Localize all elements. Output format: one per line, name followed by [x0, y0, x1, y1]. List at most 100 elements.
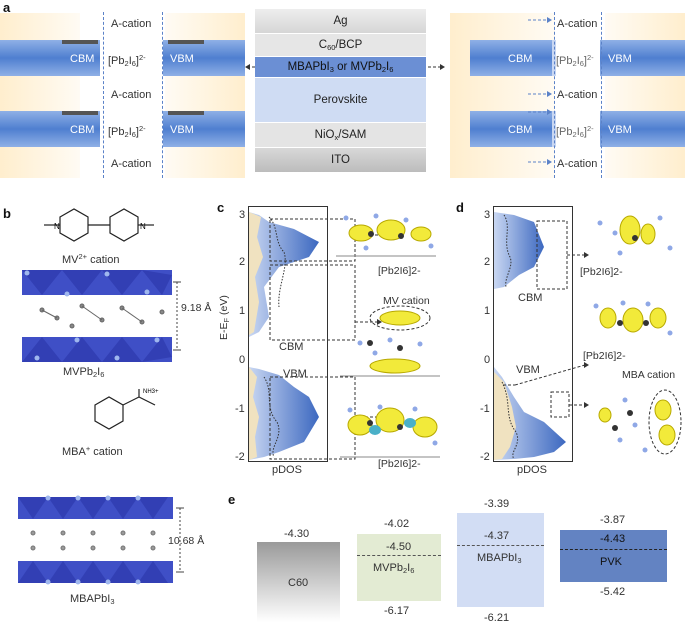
cbm-band-r2	[470, 111, 552, 147]
dashed-line-r2	[601, 12, 602, 178]
c-ytick-2: 2	[239, 256, 246, 268]
mvpb2i6-label: MVPb2I6	[373, 562, 415, 575]
pvk-label: PVK	[600, 556, 623, 568]
mba-crystal-structure	[18, 495, 184, 585]
vbm-edge-2	[168, 111, 204, 115]
pdos-plot-d	[494, 212, 566, 460]
dashed-line-r1	[554, 12, 555, 178]
c60-label: C60	[288, 577, 309, 589]
layer-nio-sam: NiOx/SAM	[255, 123, 426, 147]
mba-molecule-icon: NH3+	[94, 389, 159, 430]
mbapbi3-name: MBAPbI3	[70, 593, 115, 606]
c60-top-value: -4.30	[284, 528, 310, 540]
d-ytick-2: 2	[484, 256, 491, 268]
cbm-band-2	[0, 111, 100, 147]
dashed-line-l1	[103, 12, 104, 178]
vbm-band-r2	[600, 111, 685, 147]
c-pb-top-label: [Pb2I6]2-	[378, 265, 421, 277]
a-cation-label-2: A-cation	[111, 89, 152, 101]
layer-ag: Ag	[255, 9, 426, 33]
stack-arrows	[245, 64, 445, 70]
d-mba-cation-label: MBA cation	[622, 369, 676, 381]
mba-cation-label: MBA+ cation	[62, 444, 123, 458]
mv-crystal-structure	[22, 270, 181, 362]
svg-text:N: N	[54, 222, 60, 231]
c60-box	[257, 542, 340, 622]
panel-label-c: c	[217, 200, 225, 215]
mvpb2i6-box	[357, 534, 441, 601]
yellow-region-right	[165, 13, 245, 178]
a-cation-label-r1: A-cation	[557, 18, 598, 30]
mv-molecule-icon: N N	[44, 208, 154, 242]
pvk-mid-value: -4.43	[600, 533, 626, 545]
mvpb2i6-name: MVPb2I6	[63, 366, 105, 379]
pb2i6-label-r1: [Pb2I6]2-	[556, 53, 594, 68]
c-ytick-m1: -1	[235, 403, 245, 415]
mvpb2i6-fermi-line	[357, 555, 441, 556]
d-pb-top-label: [Pb2I6]2-	[580, 266, 623, 278]
c-xlabel: pDOS	[272, 464, 302, 476]
a-cation-label-3: A-cation	[111, 158, 152, 170]
pb2i6-label-r2: [Pb2I6]2-	[556, 124, 594, 139]
d-ytick-0: 0	[484, 354, 491, 366]
cbm-label-2: CBM	[70, 124, 95, 136]
d-orbital-vbm	[593, 300, 673, 336]
mbapbi3-label: MBAPbI3	[477, 552, 522, 565]
pvk-top-value: -3.87	[600, 514, 626, 526]
panel-label-d: d	[456, 200, 464, 215]
d-pb-mid-label: [Pb2I6]2-	[583, 350, 626, 362]
d-orbital-cbm	[597, 215, 673, 256]
d-cbm-label: CBM	[518, 292, 543, 304]
mbapbi3-fermi-line	[457, 545, 544, 546]
pvk-bottom-value: -5.42	[600, 586, 626, 598]
c-ytick-1: 1	[239, 305, 246, 317]
vbm-label-2: VBM	[170, 124, 194, 136]
panel-label-b: b	[3, 206, 11, 221]
vbm-band-1	[163, 40, 245, 76]
nh3-label: NH3+	[143, 389, 159, 395]
c-ylabel: E-EF (eV)	[218, 295, 231, 340]
cbm-label-1: CBM	[70, 53, 95, 65]
mba-spacing-label: 10.68 Å	[168, 535, 205, 547]
vbm-label-r2: VBM	[608, 124, 632, 136]
c-orbital-cbm	[336, 213, 436, 257]
c-orbital-mid	[340, 305, 440, 377]
c-ytick-3: 3	[239, 209, 246, 221]
vbm-edge-1	[168, 40, 204, 44]
panel-label-e: e	[228, 492, 236, 507]
vbm-band-2	[163, 111, 245, 147]
pdos-frame-d	[493, 206, 573, 462]
migration-arrows	[528, 17, 552, 165]
pb2i6-label-2: [Pb2I6]2-	[108, 124, 146, 139]
pvk-fermi-line	[560, 549, 667, 550]
mbapbi3-mid-value: -4.37	[484, 530, 510, 542]
a-cation-label-r2: A-cation	[557, 89, 598, 101]
pvk-box	[560, 530, 667, 582]
panel-label-a: a	[3, 0, 11, 15]
d-vbm-label: VBM	[516, 364, 540, 376]
svg-text:N: N	[140, 222, 146, 231]
mbapbi3-top-value: -3.39	[484, 498, 510, 510]
c-ytick-m2: -2	[235, 451, 245, 463]
cbm-band-r1	[470, 40, 552, 76]
mbapbi3-box	[457, 513, 544, 607]
vbm-band-r1	[600, 40, 685, 76]
d-connectors	[503, 220, 589, 418]
layer-c60-bcp: C60/BCP	[255, 34, 426, 56]
layer-perovskite: Perovskite	[255, 78, 426, 122]
vbm-label-r1: VBM	[608, 53, 632, 65]
mv-cation-label: MV2+ cation	[62, 252, 120, 266]
mvpb2i6-mid-value: -4.50	[386, 541, 412, 553]
d-orbital-mba	[598, 389, 682, 455]
pdos-frame-c	[248, 206, 328, 462]
c-pb-bottom-label: [Pb2I6]2-	[378, 458, 421, 470]
yellow-region-r2	[605, 13, 685, 178]
mvpb2i6-bottom-value: -6.17	[384, 605, 410, 617]
yellow-region-left	[0, 13, 80, 178]
a-cation-label-1: A-cation	[111, 18, 152, 30]
layer-interlayer: MBAPbI3 or MVPb2I6	[255, 57, 426, 77]
dashed-line-l2	[162, 12, 163, 178]
d-ytick-1: 1	[484, 305, 491, 317]
a-cation-label-r3: A-cation	[557, 158, 598, 170]
pb2i6-label-1: [Pb2I6]2-	[108, 53, 146, 68]
